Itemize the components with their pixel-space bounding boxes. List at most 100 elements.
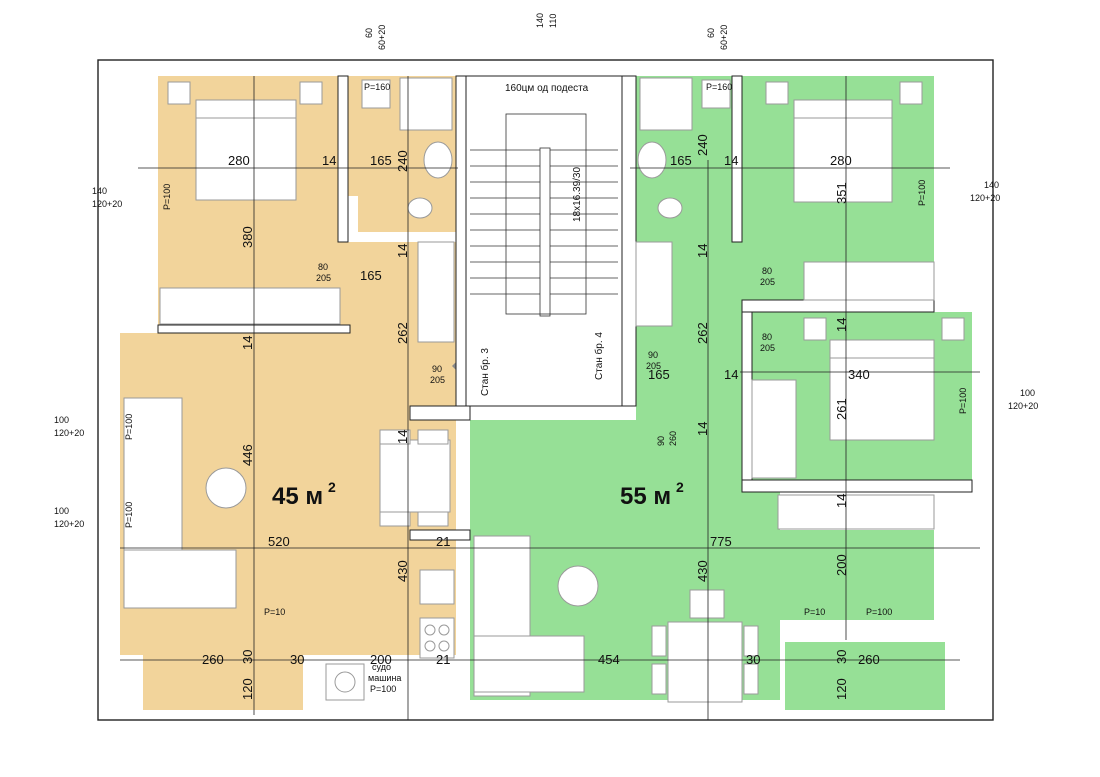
window-labels: 140 110 60 60+20 60 60+20 140 120+20 140… bbox=[54, 13, 1038, 694]
door-width: 90 bbox=[656, 436, 666, 446]
window-width: 140 bbox=[984, 180, 999, 190]
right-fridge bbox=[635, 241, 673, 327]
stair-area bbox=[465, 75, 623, 407]
dim: 14 bbox=[695, 244, 710, 258]
door-height: 205 bbox=[646, 361, 661, 371]
dim: 430 bbox=[695, 560, 710, 582]
stair-steps-label: 18x16.39/30 bbox=[572, 167, 583, 222]
apartment-4-label: Стан бр. 4 bbox=[593, 332, 605, 380]
interior-walls bbox=[157, 75, 973, 541]
dim: 14 bbox=[695, 422, 710, 436]
window-height: 60+20 bbox=[377, 25, 387, 50]
window-height: 120+20 bbox=[54, 519, 84, 529]
door-width: 80 bbox=[318, 262, 328, 272]
p-label: P=160 bbox=[706, 82, 732, 92]
dim: 14 bbox=[395, 244, 410, 258]
dim: 30 bbox=[746, 652, 760, 667]
p-label: P=10 bbox=[264, 607, 285, 617]
door-width: 90 bbox=[432, 364, 442, 374]
left-dining-table bbox=[379, 439, 451, 513]
window-height: 120+20 bbox=[1008, 401, 1038, 411]
dim: 120 bbox=[240, 678, 255, 700]
dim: 14 bbox=[240, 336, 255, 350]
left-balcony-floor bbox=[143, 642, 303, 710]
left-furniture bbox=[123, 77, 455, 701]
dim: 520 bbox=[268, 534, 290, 549]
left-cooktop bbox=[419, 617, 455, 659]
dim: 260 bbox=[202, 652, 224, 667]
dim: 21 bbox=[436, 652, 450, 667]
dim: 262 bbox=[395, 322, 410, 344]
dim: 351 bbox=[834, 182, 849, 204]
right-wardrobe-2 bbox=[751, 379, 797, 479]
stair-core: 160цм од подеста 18x16.39/30 Стан бр. 3 … bbox=[452, 75, 636, 407]
right-rug bbox=[557, 565, 599, 607]
door-labels: 80 205 90 205 90 205 80 205 80 205 90 26… bbox=[316, 262, 775, 446]
stair-landing-note: 160цм од подеста bbox=[505, 83, 589, 94]
p-label-vertical: P=100 bbox=[958, 388, 968, 414]
left-sink bbox=[423, 141, 453, 179]
dim: 280 bbox=[830, 153, 852, 168]
dimension-lines bbox=[120, 76, 980, 720]
right-area-label: 55 м bbox=[620, 483, 671, 510]
p-label-vertical: P=100 bbox=[124, 414, 134, 440]
dim: 262 bbox=[695, 322, 710, 344]
window-width: 60 bbox=[364, 28, 374, 38]
door-height: 205 bbox=[430, 375, 445, 385]
dim: 200 bbox=[834, 554, 849, 576]
dim: 14 bbox=[395, 430, 410, 444]
right-dimension-texts: 165 14 280 240 351 14 262 14 340 165 14 … bbox=[598, 134, 880, 700]
dim: 30 bbox=[240, 650, 255, 664]
right-balcony-floor bbox=[785, 642, 945, 710]
door-height: 260 bbox=[668, 431, 678, 446]
left-boiler bbox=[361, 79, 391, 109]
right-living-east-floor bbox=[780, 530, 934, 620]
left-shower bbox=[399, 77, 453, 131]
dim: 261 bbox=[834, 398, 849, 420]
right-boiler bbox=[701, 79, 731, 109]
left-toilet bbox=[407, 197, 433, 219]
window-height-top: 110 bbox=[548, 14, 558, 28]
dim: 14 bbox=[724, 367, 738, 382]
dim: 240 bbox=[395, 150, 410, 172]
p-label-vertical: P=100 bbox=[917, 180, 927, 206]
window-width: 100 bbox=[54, 415, 69, 425]
dim: 120 bbox=[834, 678, 849, 700]
right-dining-table bbox=[667, 621, 743, 703]
p-label: P=100 bbox=[866, 607, 892, 617]
left-fridge bbox=[417, 241, 455, 343]
dim: 446 bbox=[240, 444, 255, 466]
left-wardrobe bbox=[159, 287, 341, 325]
p-label-vertical: P=100 bbox=[124, 502, 134, 528]
right-toilet bbox=[657, 197, 683, 219]
door-width: 80 bbox=[762, 266, 772, 276]
door-width: 80 bbox=[762, 332, 772, 342]
window-height: 60+20 bbox=[719, 25, 729, 50]
dim: 165 bbox=[360, 268, 382, 283]
dim: 430 bbox=[395, 560, 410, 582]
p-label: P=160 bbox=[364, 82, 390, 92]
door-height: 205 bbox=[760, 343, 775, 353]
dim: 165 bbox=[670, 153, 692, 168]
dim: 240 bbox=[695, 134, 710, 156]
dim: 30 bbox=[290, 652, 304, 667]
window-width: 100 bbox=[54, 506, 69, 516]
dim: 260 bbox=[858, 652, 880, 667]
right-kitchen-counter bbox=[777, 494, 935, 530]
right-shower bbox=[639, 77, 693, 131]
window-height: 120+20 bbox=[970, 193, 1000, 203]
dim: 21 bbox=[436, 534, 450, 549]
left-area-label: 45 м bbox=[272, 483, 323, 510]
dishwasher-label: судо bbox=[372, 662, 391, 672]
window-width: 140 bbox=[92, 186, 107, 196]
right-sink bbox=[637, 141, 667, 179]
dim: 775 bbox=[710, 534, 732, 549]
dim: 200 bbox=[370, 652, 392, 667]
dim: 30 bbox=[834, 650, 849, 664]
dim: 454 bbox=[598, 652, 620, 667]
right-furniture bbox=[473, 77, 965, 703]
dim: 14 bbox=[322, 153, 336, 168]
apartment-3-label: Стан бр. 3 bbox=[479, 348, 491, 396]
dishwasher-label: машина bbox=[368, 673, 401, 683]
